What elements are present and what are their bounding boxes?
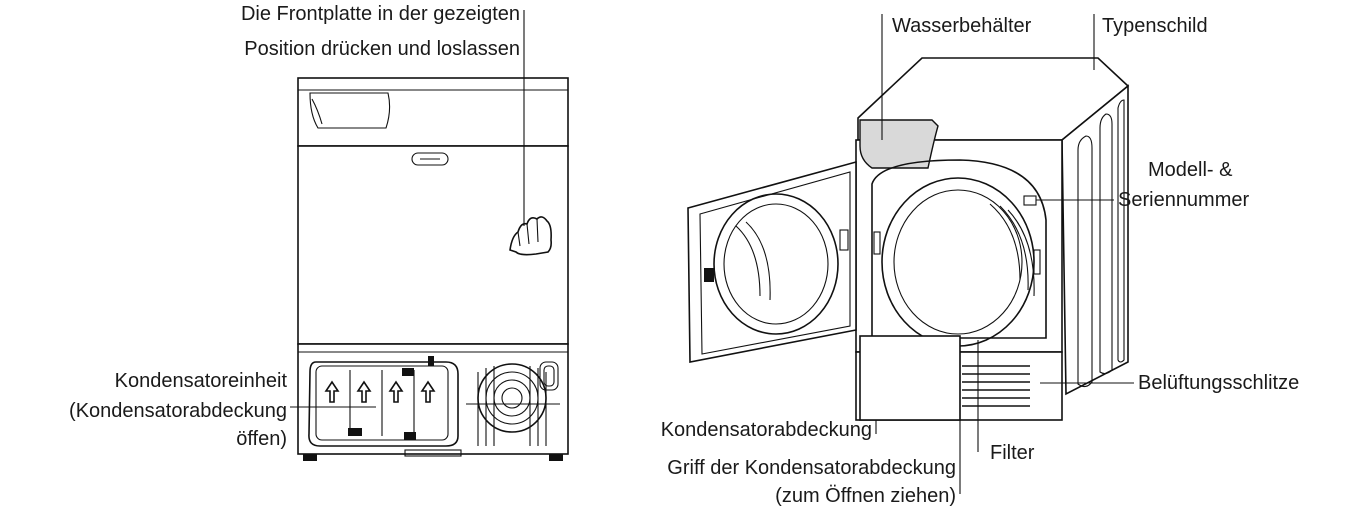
door-glass	[713, 193, 839, 335]
vent-grille	[962, 365, 1030, 407]
condenser-cover-label: Kondensatorabdeckung	[660, 419, 872, 441]
condenser-unit-label-line2: (Kondensatorabdeckung	[69, 400, 287, 422]
front-view-dryer	[297, 77, 569, 461]
condenser-unit-label-line3: öffen)	[236, 428, 287, 450]
perspective-dryer	[687, 57, 1130, 421]
vent-slots-label: Belüftungsschlitze	[1138, 372, 1300, 394]
condenser-unit	[308, 361, 459, 447]
hand-icon	[509, 216, 552, 256]
filter-label: Filter	[990, 442, 1035, 464]
condenser-unit-label-line1: Kondensatoreinheit	[114, 370, 287, 392]
door-latch	[704, 268, 714, 282]
model-serial-label-line1: Modell- &	[1148, 159, 1233, 181]
cover-handle-label-line2: (zum Öffnen ziehen)	[775, 485, 956, 507]
press-instruction-line2: Position drücken und loslassen	[244, 38, 520, 60]
front-drawer-outline	[309, 92, 391, 129]
water-tank-label: Wasserbehälter	[892, 15, 1032, 37]
condenser-cover-box	[859, 335, 961, 421]
model-serial-label-line2: Seriennummer	[1118, 189, 1250, 211]
foot-right	[549, 454, 563, 461]
front-main-panel	[297, 145, 569, 345]
rating-plate-label: Typenschild	[1102, 15, 1208, 37]
foot-left	[303, 454, 317, 461]
open-door	[687, 160, 857, 363]
water-tank-drawer	[859, 119, 939, 169]
press-instruction-line1: Die Frontplatte in der gezeigten	[240, 3, 520, 25]
front-top-panel	[297, 77, 569, 147]
cover-handle-label-line1: Griff der Kondensatorabdeckung	[667, 457, 956, 479]
dryer-front	[855, 139, 1063, 353]
leader-lines	[290, 10, 1134, 494]
